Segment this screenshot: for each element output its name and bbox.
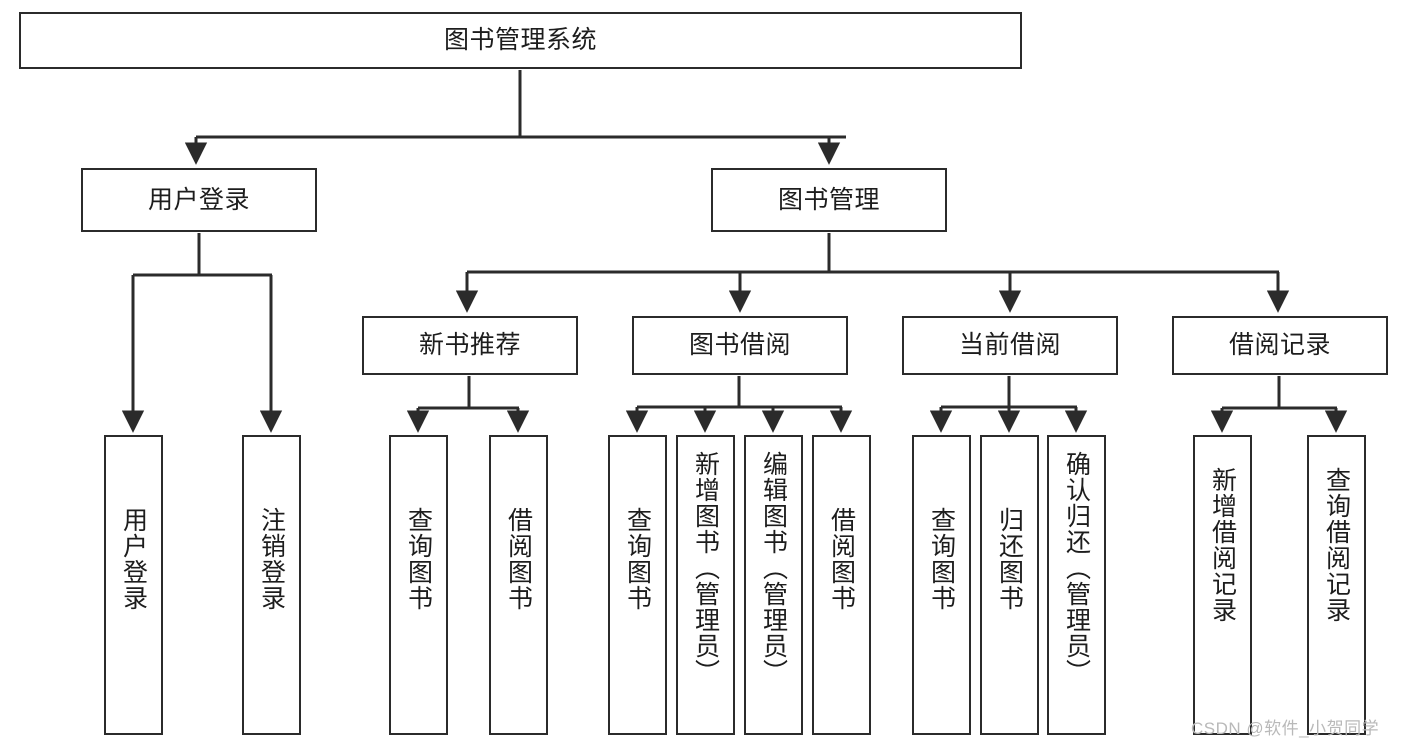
- leaf-return-book[interactable]: 归还图书: [980, 435, 1039, 735]
- node-book-borrow[interactable]: 图书借阅: [632, 316, 848, 375]
- leaf-query-book-1-label: 查询图书: [404, 507, 433, 611]
- leaf-borrow-book-1[interactable]: 借阅图书: [489, 435, 548, 735]
- leaf-edit-book-label: 编辑图书（管理员）: [759, 451, 788, 685]
- leaf-borrow-book-2[interactable]: 借阅图书: [812, 435, 871, 735]
- leaf-borrow-book-1-label: 借阅图书: [504, 507, 533, 611]
- node-book-borrow-label: 图书借阅: [688, 331, 791, 359]
- node-user-login[interactable]: 用户登录: [81, 168, 317, 232]
- node-root[interactable]: 图书管理系统: [19, 12, 1022, 69]
- leaf-query-book-2-label: 查询图书: [623, 507, 652, 611]
- leaf-user-login[interactable]: 用户登录: [104, 435, 163, 735]
- leaf-borrow-book-2-label: 借阅图书: [827, 507, 856, 611]
- leaf-query-record[interactable]: 查询借阅记录: [1307, 435, 1366, 735]
- node-borrow-record-label: 借阅记录: [1228, 331, 1331, 359]
- leaf-confirm-return[interactable]: 确认归还（管理员）: [1047, 435, 1106, 735]
- leaf-user-logout[interactable]: 注销登录: [242, 435, 301, 735]
- leaf-confirm-return-label: 确认归还（管理员）: [1062, 451, 1091, 685]
- leaf-edit-book[interactable]: 编辑图书（管理员）: [744, 435, 803, 735]
- node-current-borrow-label: 当前借阅: [958, 331, 1061, 359]
- leaf-add-record-label: 新增借阅记录: [1208, 467, 1237, 623]
- leaf-query-book-2[interactable]: 查询图书: [608, 435, 667, 735]
- leaf-add-book-label: 新增图书（管理员）: [691, 451, 720, 685]
- node-book-manage-label: 图书管理: [777, 185, 880, 214]
- node-user-login-label: 用户登录: [147, 185, 250, 214]
- leaf-query-book-1[interactable]: 查询图书: [389, 435, 448, 735]
- leaf-user-logout-label: 注销登录: [257, 507, 286, 611]
- csdn-watermark: CSDN @软件_小贺同学: [1191, 719, 1380, 738]
- node-book-manage[interactable]: 图书管理: [711, 168, 947, 232]
- node-borrow-record[interactable]: 借阅记录: [1172, 316, 1388, 375]
- leaf-return-book-label: 归还图书: [995, 507, 1024, 611]
- leaf-add-book[interactable]: 新增图书（管理员）: [676, 435, 735, 735]
- leaf-query-book-3-label: 查询图书: [927, 507, 956, 611]
- leaf-user-login-label: 用户登录: [119, 507, 148, 611]
- node-new-book-rec[interactable]: 新书推荐: [362, 316, 578, 375]
- node-new-book-rec-label: 新书推荐: [418, 331, 521, 359]
- node-current-borrow[interactable]: 当前借阅: [902, 316, 1118, 375]
- leaf-query-record-label: 查询借阅记录: [1322, 467, 1351, 623]
- leaf-query-book-3[interactable]: 查询图书: [912, 435, 971, 735]
- leaf-add-record[interactable]: 新增借阅记录: [1193, 435, 1252, 735]
- node-root-label: 图书管理系统: [443, 26, 597, 54]
